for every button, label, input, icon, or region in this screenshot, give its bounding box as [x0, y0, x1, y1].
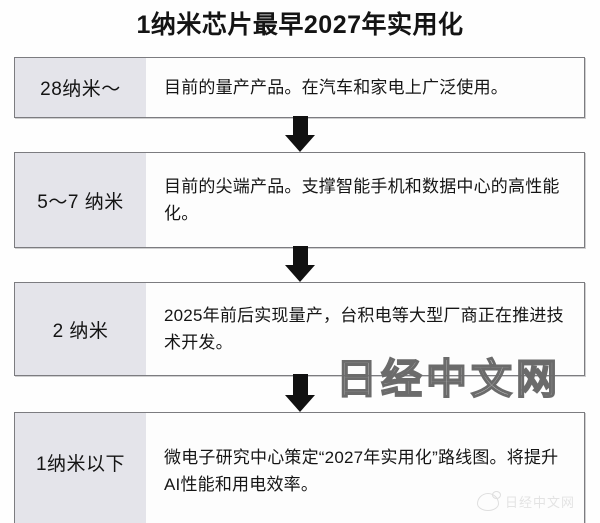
down-arrow-icon — [285, 116, 315, 152]
down-arrow-icon — [285, 374, 315, 412]
node-description: 目前的量产产品。在汽车和家电上广泛使用。 — [146, 58, 584, 117]
page-title: 1纳米芯片最早2027年实用化 — [136, 11, 464, 39]
arrow-stem — [292, 374, 308, 395]
node-description: 2025年前后实现量产，台积电等大型厂商正在推进技术开发。 — [146, 283, 584, 375]
arrow-head — [285, 135, 315, 152]
down-arrow-icon — [285, 246, 315, 282]
node-label: 1纳米以下 — [15, 413, 146, 523]
node-label: 5～7 纳米 — [15, 153, 146, 247]
process-node-row: 2 纳米 2025年前后实现量产，台积电等大型厂商正在推进技术开发。 — [14, 282, 585, 376]
node-description: 目前的尖端产品。支撑智能手机和数据中心的高性能化。 — [146, 153, 584, 247]
arrow-stem — [292, 246, 308, 265]
arrow-head — [285, 265, 315, 282]
process-node-row: 28纳米～ 目前的量产产品。在汽车和家电上广泛使用。 — [14, 57, 585, 118]
arrow-head — [285, 395, 315, 412]
arrow-stem — [292, 116, 308, 135]
node-label: 2 纳米 — [15, 283, 146, 375]
node-label: 28纳米～ — [15, 58, 146, 117]
node-description: 微电子研究中心策定“2027年实用化”路线图。将提升AI性能和用电效率。 — [146, 413, 584, 523]
process-node-row: 5～7 纳米 目前的尖端产品。支撑智能手机和数据中心的高性能化。 — [14, 152, 585, 248]
process-node-row: 1纳米以下 微电子研究中心策定“2027年实用化”路线图。将提升AI性能和用电效… — [14, 412, 585, 523]
